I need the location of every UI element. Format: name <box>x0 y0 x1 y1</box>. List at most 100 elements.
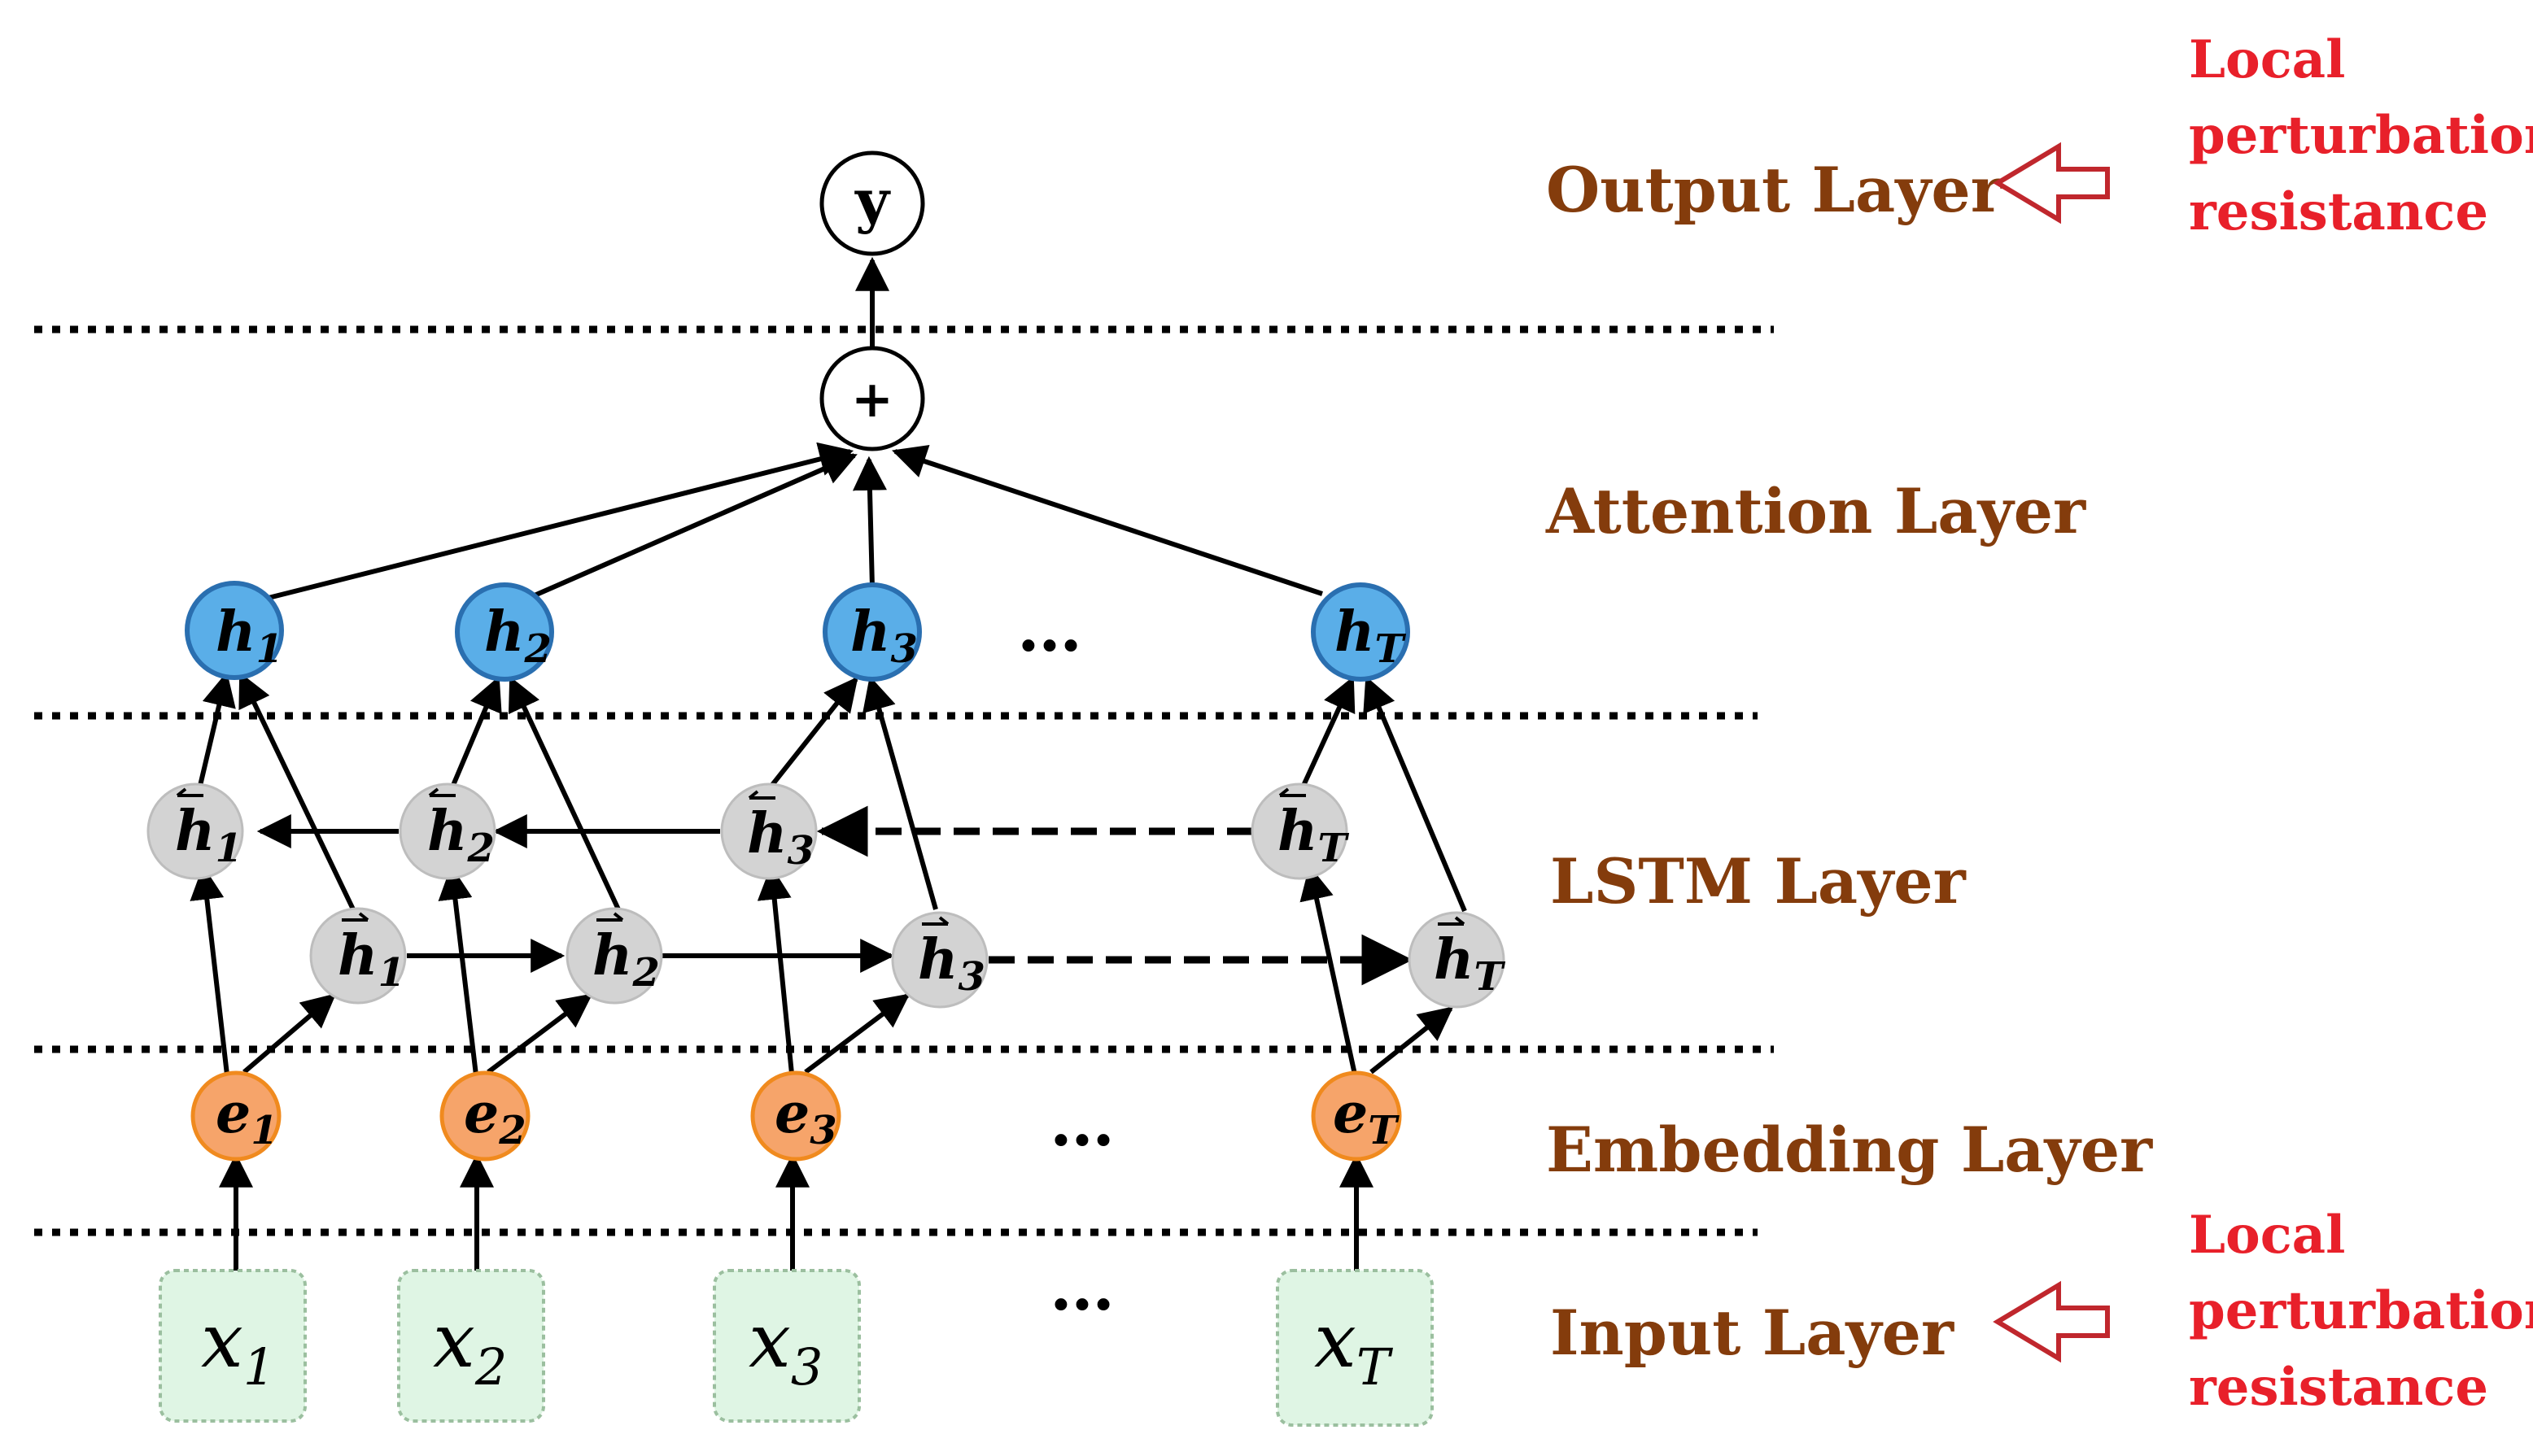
output-symbol: y <box>854 166 891 235</box>
edge-fh1-h1 <box>238 672 356 913</box>
embedding-labels: e1 e2 e3 eT <box>216 1081 1400 1153</box>
backward-mark-T2 <box>1278 787 1306 797</box>
forward-mark-3 <box>922 916 950 926</box>
edge-bhT-hT <box>1299 676 1356 791</box>
forward-node-hT <box>1408 911 1505 1009</box>
input-label-x2: x2 <box>433 1297 507 1397</box>
edge-fhT-hT <box>1363 676 1467 913</box>
embedding-node-e2 <box>439 1070 531 1162</box>
label-attention-layer: Attention Layer <box>1545 475 2086 547</box>
edge-fh3-h3 <box>863 675 938 910</box>
output-node <box>819 150 925 256</box>
label-input-layer: Input Layer <box>1550 1297 1954 1369</box>
edge-e1-fh1 <box>242 993 337 1075</box>
edge-h1-sum <box>268 442 854 600</box>
embedding-label-e2: e2 <box>464 1081 526 1153</box>
edge-hT-sum <box>892 445 1323 596</box>
forward-direction-marks <box>342 912 1465 926</box>
edge-eT-fhT <box>1369 1006 1454 1075</box>
edge-e2-bh2 <box>438 865 479 1083</box>
label-embedding-layer: Embedding Layer <box>1546 1114 2153 1186</box>
forward-mark-1 <box>342 912 369 922</box>
embedding-label-eT: eT <box>1333 1081 1400 1153</box>
forward-node-h1 <box>309 907 407 1005</box>
ellipsis-hidden: … <box>1017 590 1082 666</box>
backward-label-hT: hT <box>1277 799 1349 871</box>
annotation-top-line3: resistance <box>2189 181 2488 242</box>
edge-bh1-h1 <box>197 671 236 790</box>
embedding-node-e3 <box>750 1070 841 1162</box>
annotation-top: Local perturbation resistance <box>2189 29 2533 242</box>
hollow-arrow-output <box>1993 142 2110 225</box>
hidden-labels: h1 h2 h3 hT <box>216 599 1406 672</box>
edge-e3-fh3 <box>804 993 911 1075</box>
backward-node-h3 <box>720 782 818 880</box>
lstm-nodes <box>146 782 1505 1009</box>
forward-label-hT: hT <box>1434 927 1505 1000</box>
backward-node-h2 <box>399 782 496 880</box>
forward-mark-2 <box>596 912 624 922</box>
backward-mark-3 <box>748 790 775 800</box>
forward-mark-T <box>1438 916 1465 926</box>
edge-h2-sum <box>527 451 858 600</box>
ellipses: … … … <box>1017 590 1115 1325</box>
input-box-x1 <box>159 1269 307 1423</box>
hollow-arrows <box>1993 142 2110 1363</box>
hollow-arrow-input <box>1993 1280 2110 1363</box>
hidden-label-h2: h2 <box>484 599 552 672</box>
embedding-node-e1 <box>190 1070 282 1162</box>
backward-direction-marks <box>176 787 1306 800</box>
annotation-bottom-line3: resistance <box>2189 1357 2488 1418</box>
sum-node <box>819 346 925 451</box>
embedding-label-e3: e3 <box>775 1081 837 1153</box>
sum-symbol: + <box>851 369 893 429</box>
backward-label-h3: h3 <box>747 801 814 874</box>
label-lstm-layer: LSTM Layer <box>1550 845 1967 918</box>
edge-e1-bh1 <box>190 865 230 1083</box>
ellipsis-embedding: … <box>1050 1084 1115 1161</box>
forward-node-h2 <box>566 907 663 1005</box>
embedding-label-e1: e1 <box>216 1081 278 1153</box>
edge-bh3-h3 <box>766 676 858 791</box>
embedding-nodes <box>190 1070 1402 1162</box>
annotation-top-line1: Local <box>2189 29 2345 90</box>
input-label-x3: x3 <box>749 1297 823 1397</box>
edges <box>190 256 1467 1273</box>
embedding-node-eT <box>1311 1070 1402 1162</box>
edge-eT-bhT <box>1299 865 1359 1083</box>
annotation-bottom-line1: Local <box>2189 1205 2345 1266</box>
hidden-label-hT: hT <box>1334 599 1406 672</box>
label-output-layer: Output Layer <box>1546 154 2004 226</box>
layer-labels: Output Layer Attention Layer LSTM Layer … <box>1545 154 2153 1369</box>
hidden-nodes <box>185 581 1410 682</box>
annotation-bottom-line2: perturbation <box>2189 1280 2533 1341</box>
edge-bh2-h2 <box>449 676 502 791</box>
hidden-node-hT <box>1311 582 1410 682</box>
backward-node-h1 <box>146 782 244 880</box>
backward-node-hT <box>1251 782 1348 880</box>
annotation-bottom: Local perturbation resistance <box>2189 1205 2533 1418</box>
backward-mark-2 <box>428 787 456 797</box>
edge-fh2-h2 <box>508 676 621 911</box>
annotation-top-line2: perturbation <box>2189 105 2533 166</box>
edge-h3-sum <box>852 456 887 588</box>
input-box-x3 <box>713 1269 861 1423</box>
backward-labels: h1 h2 h3 hT <box>175 799 1349 874</box>
hidden-node-h3 <box>823 582 922 682</box>
forward-labels: h1 h2 h3 hT <box>338 923 1505 1000</box>
input-labels: x1 x2 x3 xT <box>201 1297 1394 1397</box>
hidden-node-h2 <box>455 582 554 682</box>
layer-separators <box>34 325 1774 1236</box>
input-label-x1: x1 <box>201 1297 275 1397</box>
forward-node-h3 <box>891 911 989 1009</box>
edge-e2-fh2 <box>487 993 593 1075</box>
backward-label-h2: h2 <box>427 799 495 871</box>
edge-e3-bh3 <box>757 865 795 1083</box>
hidden-label-h1: h1 <box>216 599 283 672</box>
backward-label-h1: h1 <box>175 799 242 871</box>
forward-label-h1: h1 <box>338 923 405 996</box>
input-nodes <box>159 1269 1434 1427</box>
input-label-xT: xT <box>1314 1297 1394 1397</box>
forward-label-h3: h3 <box>918 927 985 1000</box>
